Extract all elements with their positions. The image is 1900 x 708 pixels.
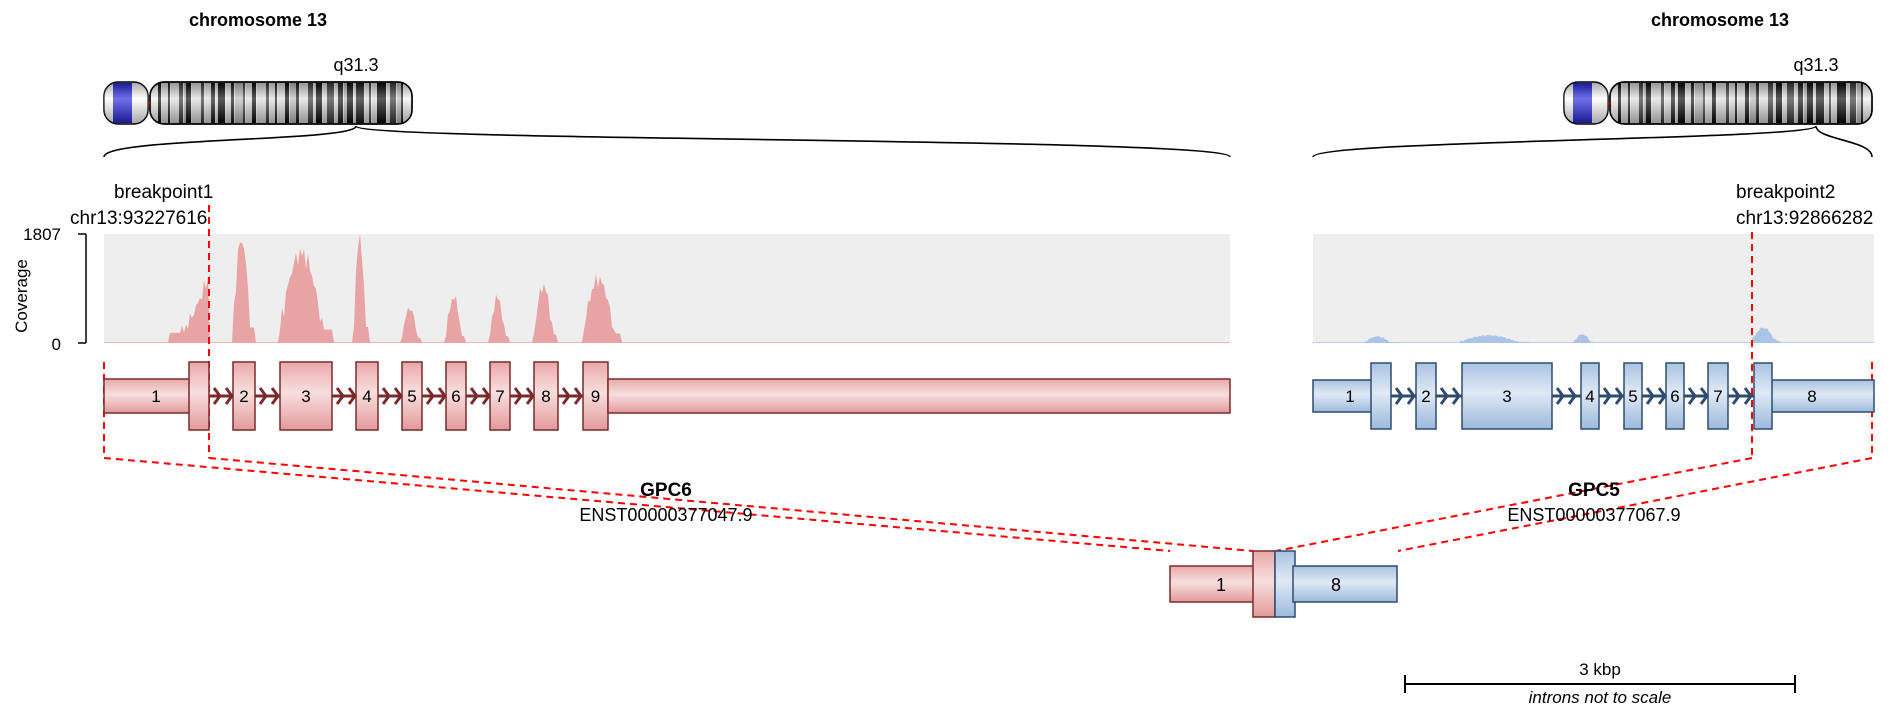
gpc5-exon-8 xyxy=(1753,362,1773,430)
chromosome-right-band: q31.3 xyxy=(1793,55,1838,75)
gpc5-transcript-track: 2 3 4 5 6 7 1 8 xyxy=(1312,362,1875,430)
gene3-name: GPC5 xyxy=(1568,480,1620,501)
breakpoint2-position: chr13:92866282 xyxy=(1736,208,1873,229)
gpc5-exon-7-label: 7 xyxy=(1713,387,1722,406)
fusion-exon-8 xyxy=(1292,565,1398,603)
chromosome-right-title: chromosome 13 xyxy=(1651,10,1789,30)
gpc6-exon-4-label: 4 xyxy=(362,387,371,406)
gpc6-exon-2-label: 2 xyxy=(239,387,248,406)
gpc5-exon-2 xyxy=(1415,362,1437,430)
gpc5-exon-2-label: 2 xyxy=(1421,387,1430,406)
coverage-min-label: 0 xyxy=(52,335,61,354)
fusion-exon-8-label: 8 xyxy=(1331,575,1341,595)
breakpoint1-label: breakpoint1 xyxy=(114,182,213,203)
gpc6-exon-1-label: 1 xyxy=(151,387,160,406)
fusion-coding-part-gpc6 xyxy=(1252,550,1276,618)
fusion-coding-part-gpc5 xyxy=(1274,550,1296,618)
gene5-transcript: ENST00000377047.9 xyxy=(579,505,752,525)
gene3-transcript: ENST00000377067.9 xyxy=(1507,505,1680,525)
gpc6-exon-10 xyxy=(607,378,1231,414)
zoom-bracket-right xyxy=(1312,125,1873,158)
gpc6-exon-1 xyxy=(188,361,210,431)
fusion-exon-1-label: 1 xyxy=(1216,575,1226,595)
chromosome-left-ideogram xyxy=(103,81,413,125)
gpc5-exon-6-label: 6 xyxy=(1670,387,1679,406)
scale-bar xyxy=(1404,675,1796,693)
coverage-panel-right xyxy=(1313,234,1874,343)
coverage-panel-left xyxy=(104,234,1230,343)
chromosome-right-ideogram xyxy=(1563,81,1873,125)
gpc5-exon-4 xyxy=(1580,362,1600,430)
gpc6-exon-5 xyxy=(401,361,423,431)
fusion-exon-1 xyxy=(1169,565,1257,603)
gpc6-exon-8-label: 8 xyxy=(541,387,550,406)
scale-bar-label: 3 kbp xyxy=(1579,660,1621,679)
gpc6-exon-6-label: 6 xyxy=(451,387,460,406)
breakpoint-connector-lines xyxy=(103,205,1873,552)
gpc6-exon-2 xyxy=(232,361,256,431)
fusion-transcript: 1 8 xyxy=(1169,550,1398,618)
gpc6-exon-4 xyxy=(355,361,379,431)
coverage-axis-label: Coverage xyxy=(12,259,31,333)
gpc5-exon-5-label: 5 xyxy=(1628,387,1637,406)
zoom-bracket-left xyxy=(103,125,1231,158)
gpc6-exon-7 xyxy=(489,361,511,431)
coverage-max-label: 1807 xyxy=(23,225,61,244)
gpc5-exon-6 xyxy=(1665,362,1685,430)
gpc5-exon-5 xyxy=(1623,362,1643,430)
chromosome-left-band: q31.3 xyxy=(333,55,378,75)
gpc6-exon-7-label: 7 xyxy=(495,387,504,406)
gpc6-exon-6 xyxy=(445,361,467,431)
chromosome-left-title: chromosome 13 xyxy=(189,10,327,30)
gpc5-exon-3 xyxy=(1461,362,1553,430)
gpc5-exon-1 xyxy=(1370,362,1392,430)
breakpoint2-label: breakpoint2 xyxy=(1736,182,1835,203)
gpc6-exon-3-label: 3 xyxy=(301,387,310,406)
gene5-name: GPC6 xyxy=(640,480,692,501)
gpc5-exon-3-label: 3 xyxy=(1502,387,1511,406)
gpc6-exon-9-label: 9 xyxy=(591,387,600,406)
gpc5-exon-4-label: 4 xyxy=(1585,387,1594,406)
gpc5-exon-8-label: 8 xyxy=(1807,387,1816,406)
gpc6-exon-8 xyxy=(533,361,559,431)
gpc5-exon-1-label: 1 xyxy=(1345,387,1354,406)
gpc6-transcript-track: 2 3 4 5 6 7 8 9 1 xyxy=(103,361,1231,431)
scale-bar-note: introns not to scale xyxy=(1529,688,1672,707)
breakpoint1-position: chr13:93227616 xyxy=(70,208,207,229)
coverage-area-gpc5 xyxy=(1313,327,1874,343)
coverage-axis xyxy=(78,233,87,344)
gpc6-exon-3 xyxy=(279,361,333,431)
gpc5-exon-7 xyxy=(1707,362,1729,430)
gpc6-exon-5-label: 5 xyxy=(407,387,416,406)
